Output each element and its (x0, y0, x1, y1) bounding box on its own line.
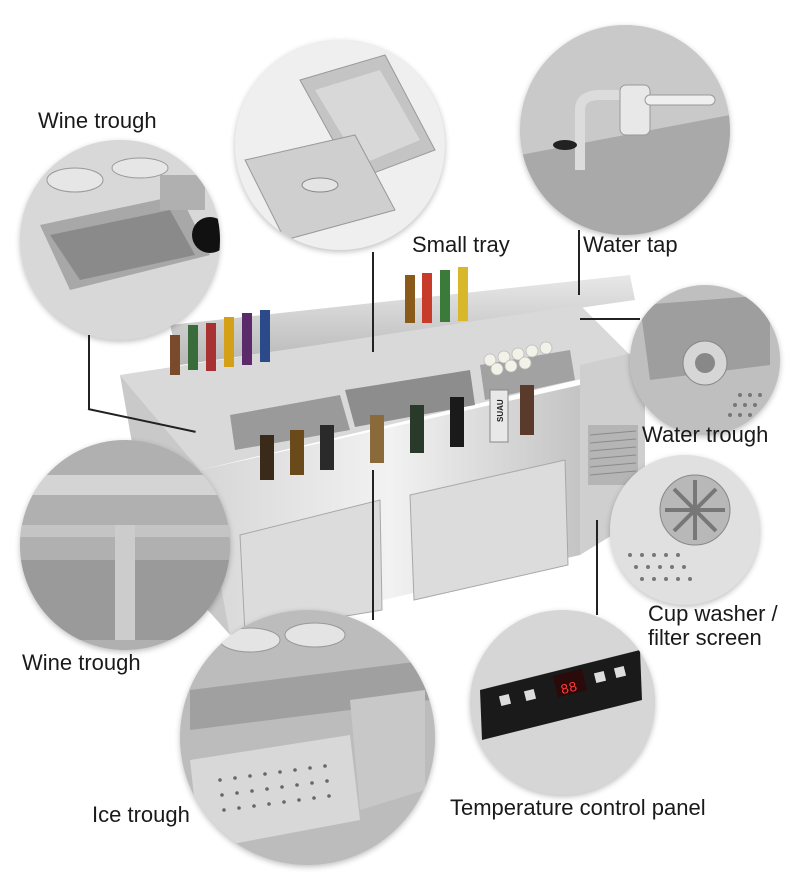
label-small-tray: Small tray (412, 232, 510, 257)
bar-workstation-image: SUAU (110, 255, 650, 635)
label-water-trough: Water trough (642, 422, 769, 447)
leader-line-temp-panel (596, 520, 598, 615)
leader-line-small-tray (372, 252, 374, 352)
leader-line-water-trough (580, 318, 640, 320)
label-ice-trough: Ice trough (92, 802, 190, 827)
label-wine-trough-top: Wine trough (38, 108, 157, 133)
ice-trough-inset (180, 610, 435, 865)
leader-line-wine-trough-top (88, 335, 90, 410)
small-tray-inset (235, 40, 445, 250)
label-water-tap: Water tap (583, 232, 678, 257)
wine-trough-left-inset (20, 440, 230, 650)
bottle-label-text: SUAU (496, 399, 505, 422)
leader-line-ice-trough (372, 470, 374, 620)
water-trough-inset (630, 285, 780, 435)
leader-line-water-tap (578, 230, 580, 295)
label-temperature-panel: Temperature control panel (450, 795, 706, 820)
cup-washer-inset (610, 455, 760, 605)
panel-display-text: 88 (559, 680, 579, 700)
wine-trough-top-inset (20, 140, 220, 340)
water-tap-inset (520, 25, 730, 235)
label-wine-trough-left: Wine trough (22, 650, 141, 675)
temperature-panel-inset: 88 (470, 610, 655, 795)
label-cup-washer: Cup washer / filter screen (648, 601, 778, 650)
